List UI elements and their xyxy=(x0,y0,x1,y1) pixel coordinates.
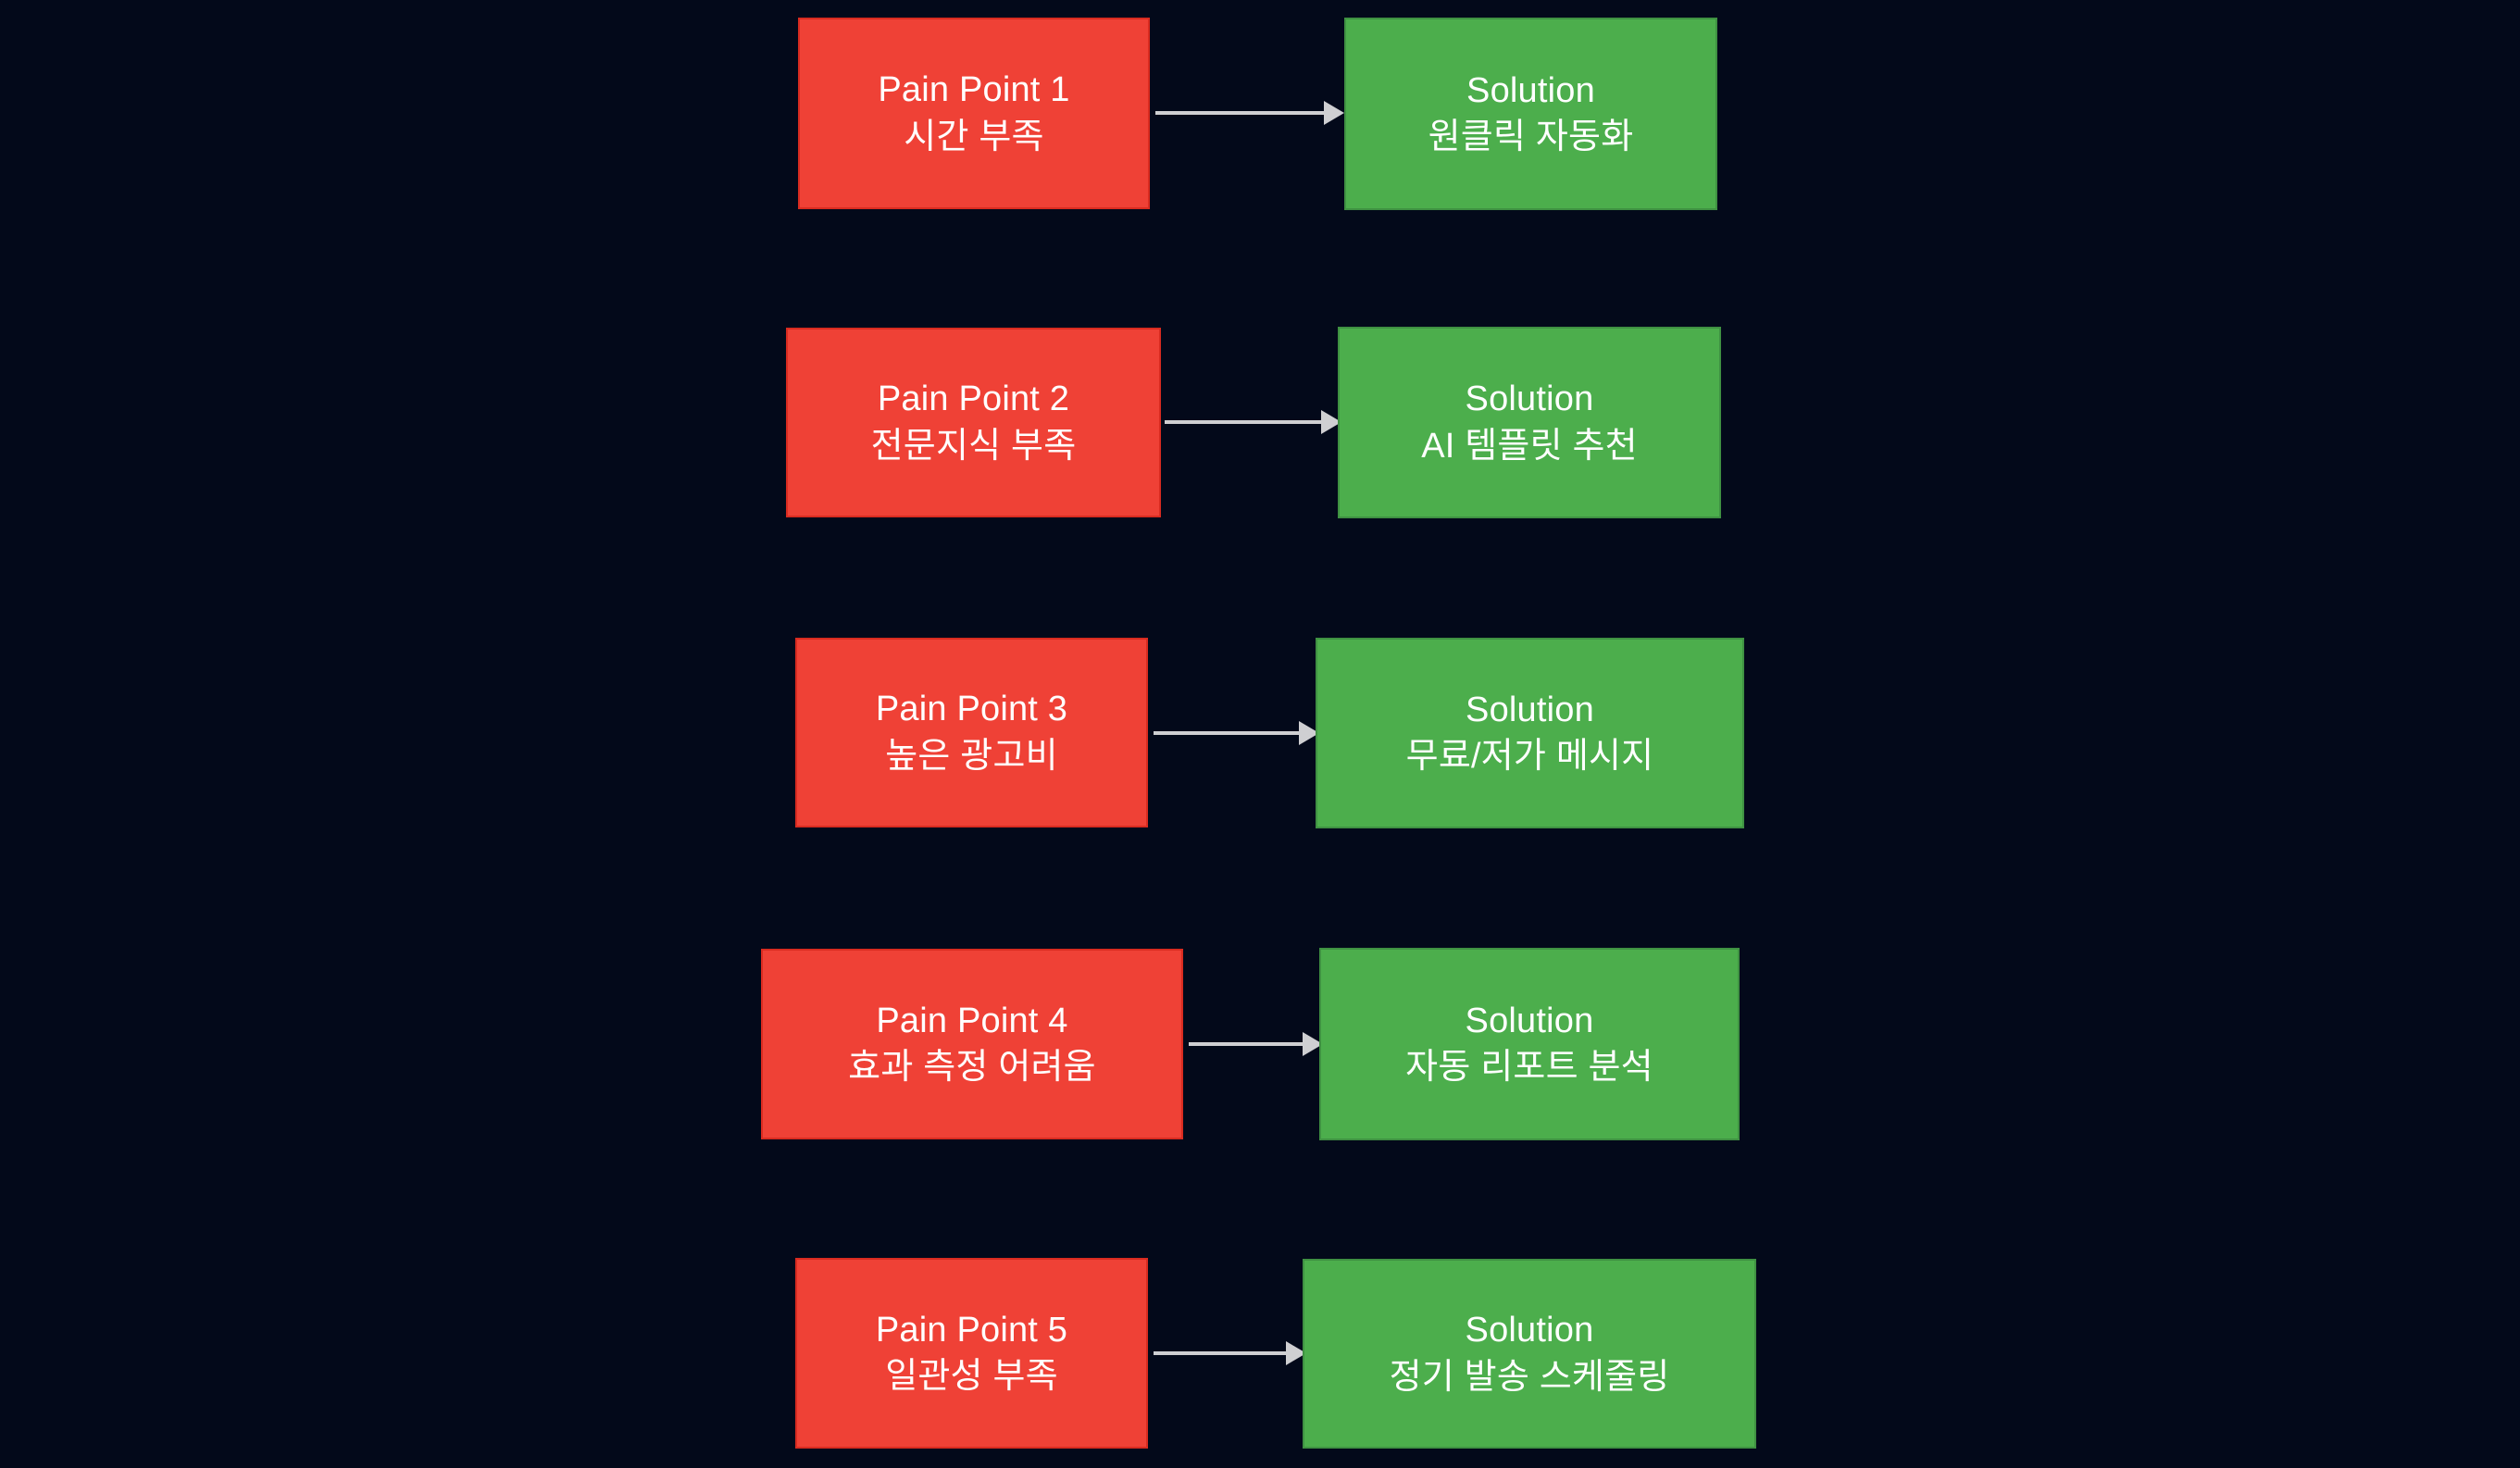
pain-point-node-3-detail: 높은 광고비 xyxy=(885,736,1058,776)
pain-point-node-3-title: Pain Point 3 xyxy=(875,690,1068,729)
solution-node-5[interactable]: Solution 정기 발송 스케줄링 xyxy=(1303,1259,1756,1449)
solution-node-3-title: Solution xyxy=(1466,690,1594,729)
arrow-shaft xyxy=(1189,1042,1304,1046)
pain-point-node-1-title: Pain Point 1 xyxy=(878,70,1070,110)
pain-point-node-1-detail: 시간 부족 xyxy=(904,117,1044,156)
arrow-shaft xyxy=(1155,111,1325,115)
pain-point-node-1[interactable]: Pain Point 1 시간 부족 xyxy=(798,18,1150,209)
arrow-shaft xyxy=(1165,420,1322,424)
solution-node-4-title: Solution xyxy=(1465,1001,1594,1040)
pain-point-node-2-title: Pain Point 2 xyxy=(877,379,1070,419)
pain-point-node-5[interactable]: Pain Point 5 일관성 부족 xyxy=(795,1258,1148,1449)
arrow-shaft xyxy=(1154,1351,1287,1355)
arrow-shaft xyxy=(1154,731,1300,735)
pain-point-node-5-detail: 일관성 부족 xyxy=(885,1357,1058,1396)
solution-node-4[interactable]: Solution 자동 리포트 분석 xyxy=(1319,948,1740,1140)
pain-point-node-3[interactable]: Pain Point 3 높은 광고비 xyxy=(795,638,1148,827)
pain-point-node-2-detail: 전문지식 부족 xyxy=(870,426,1077,466)
pain-point-node-4-detail: 효과 측정 어려움 xyxy=(848,1048,1096,1087)
arrow-connector-1 xyxy=(1155,101,1344,125)
solution-node-1[interactable]: Solution 원클릭 자동화 xyxy=(1344,18,1717,210)
pain-point-node-2[interactable]: Pain Point 2 전문지식 부족 xyxy=(786,328,1161,517)
solution-node-1-detail: 원클릭 자동화 xyxy=(1428,118,1634,156)
solution-node-2[interactable]: Solution AI 템플릿 추천 xyxy=(1338,327,1721,518)
pain-point-node-4[interactable]: Pain Point 4 효과 측정 어려움 xyxy=(761,949,1183,1139)
solution-node-4-detail: 자동 리포트 분석 xyxy=(1405,1048,1653,1087)
pain-point-node-5-title: Pain Point 5 xyxy=(875,1310,1068,1350)
arrow-connector-4 xyxy=(1189,1032,1323,1056)
solution-node-1-title: Solution xyxy=(1466,70,1595,110)
solution-node-5-title: Solution xyxy=(1465,1311,1594,1350)
pain-point-node-4-title: Pain Point 4 xyxy=(876,1001,1068,1040)
arrow-connector-3 xyxy=(1154,721,1319,745)
solution-node-2-title: Solution xyxy=(1465,379,1594,419)
solution-node-5-detail: 정기 발송 스케줄링 xyxy=(1389,1357,1670,1397)
arrow-head-icon xyxy=(1324,101,1344,125)
solution-node-3-detail: 무료/저가 메시지 xyxy=(1405,737,1654,776)
solution-node-3[interactable]: Solution 무료/저가 메시지 xyxy=(1316,638,1744,828)
arrow-connector-5 xyxy=(1154,1341,1306,1365)
solution-node-2-detail: AI 템플릿 추천 xyxy=(1421,426,1638,466)
arrow-connector-2 xyxy=(1165,410,1341,434)
